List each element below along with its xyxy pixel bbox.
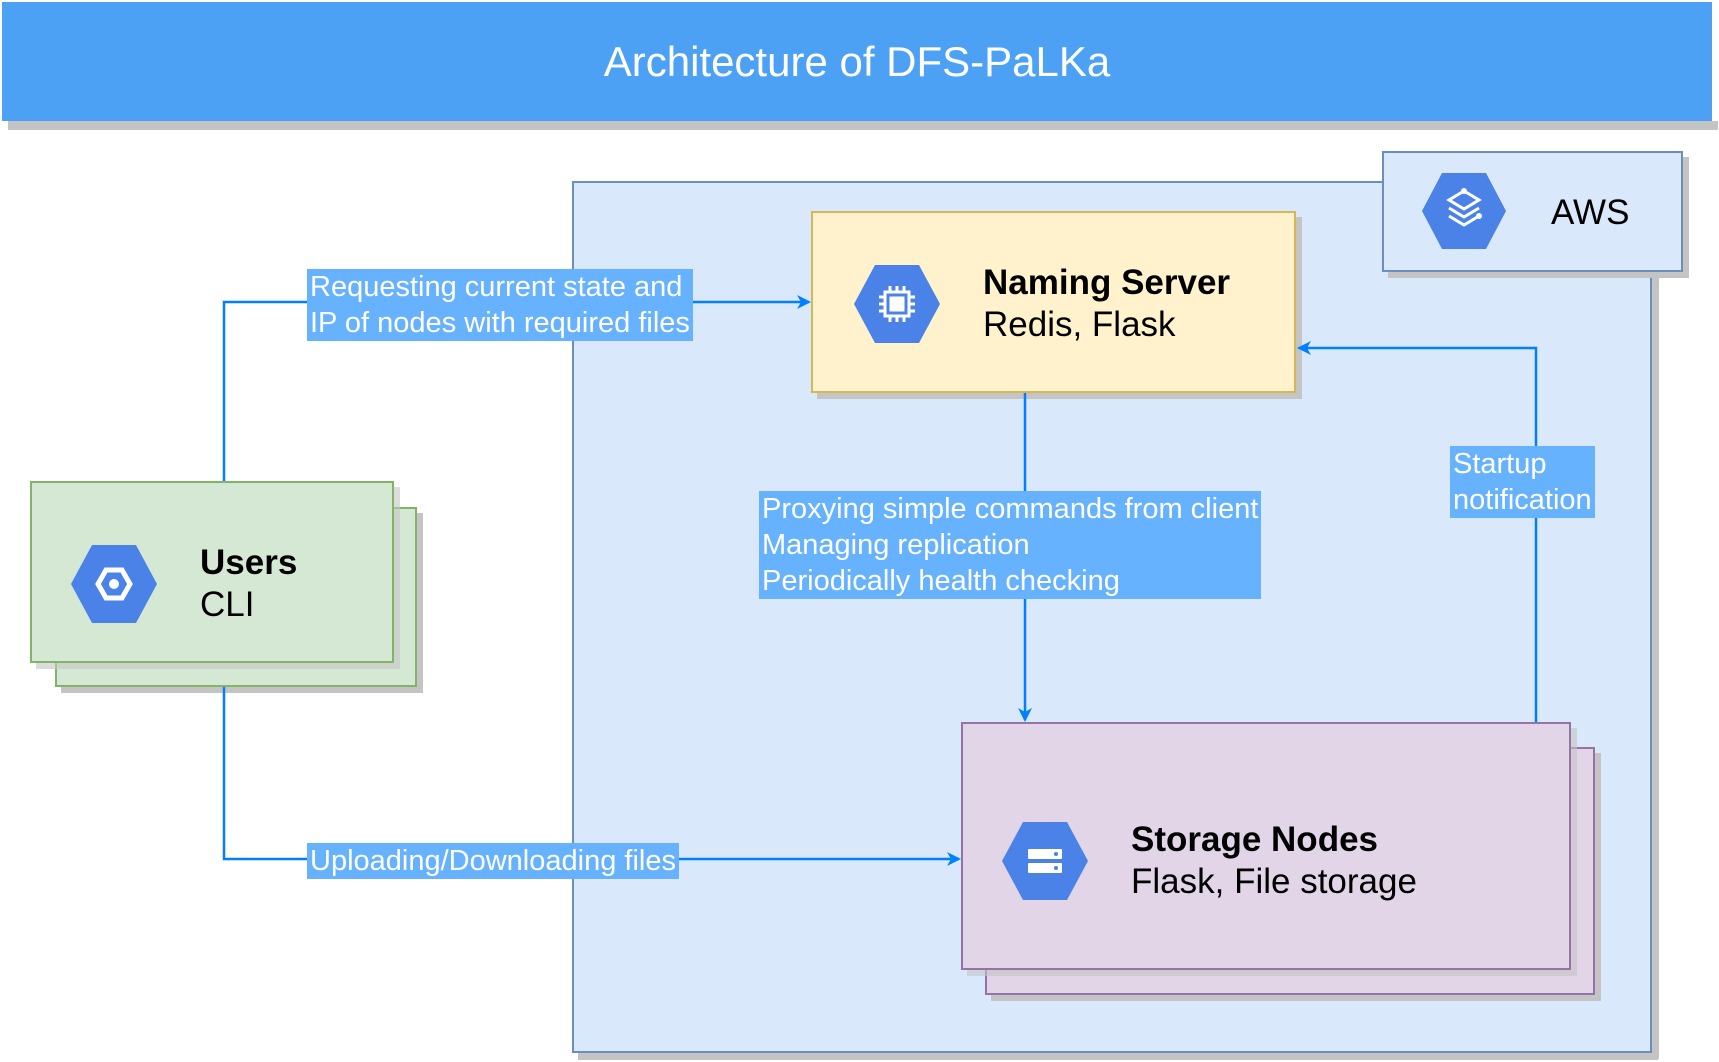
edge-label-line: Proxying simple commands from client [762, 493, 1259, 525]
naming-server-node: Naming Server Redis, Flask [811, 211, 1296, 393]
edge-users-to-storage [222, 687, 961, 866]
aws-badge: AWS [1382, 151, 1683, 272]
storage-nodes-tech: Flask, File storage [1131, 862, 1417, 901]
edge-label-request-state: Requesting current state and IP of nodes… [307, 269, 693, 341]
aws-region-shadow [578, 1053, 1658, 1060]
storage-nodes-node: Storage Nodes Flask, File storage [961, 722, 1571, 970]
edge-label-line: Uploading/Downloading files [310, 845, 676, 877]
aws-region-shadow-right [1652, 187, 1659, 1059]
naming-server-tech: Redis, Flask [983, 305, 1176, 344]
users-tech: CLI [200, 585, 255, 624]
edge-label-upload-download: Uploading/Downloading files [307, 843, 679, 879]
network-hex-icon [71, 545, 157, 623]
aws-label: AWS [1551, 193, 1630, 232]
edge-label-line: Startup [1453, 448, 1547, 480]
chip-icon [854, 265, 940, 343]
edge-storage-to-naming [1297, 341, 1538, 722]
edge-label-line: notification [1453, 484, 1592, 516]
title-shadow [8, 121, 1718, 130]
edge-label-line: Managing replication [762, 529, 1030, 561]
edge-label-proxying: Proxying simple commands from client Man… [759, 491, 1262, 599]
title-bar: Architecture of DFS-PaLKa [2, 2, 1712, 121]
users-name: Users [200, 543, 298, 582]
edge-label-line: Requesting current state and [310, 271, 683, 303]
diagram-title: Architecture of DFS-PaLKa [603, 37, 1111, 85]
naming-server-name: Naming Server [983, 263, 1231, 302]
storage-icon [1002, 822, 1088, 900]
cloud-layers-icon [1422, 173, 1506, 249]
edge-label-line: IP of nodes with required files [310, 307, 690, 339]
edge-label-line: Periodically health checking [762, 565, 1120, 597]
storage-nodes-name: Storage Nodes [1131, 820, 1378, 859]
users-node: Users CLI [30, 481, 394, 663]
edge-label-startup: Startup notification [1450, 446, 1595, 518]
